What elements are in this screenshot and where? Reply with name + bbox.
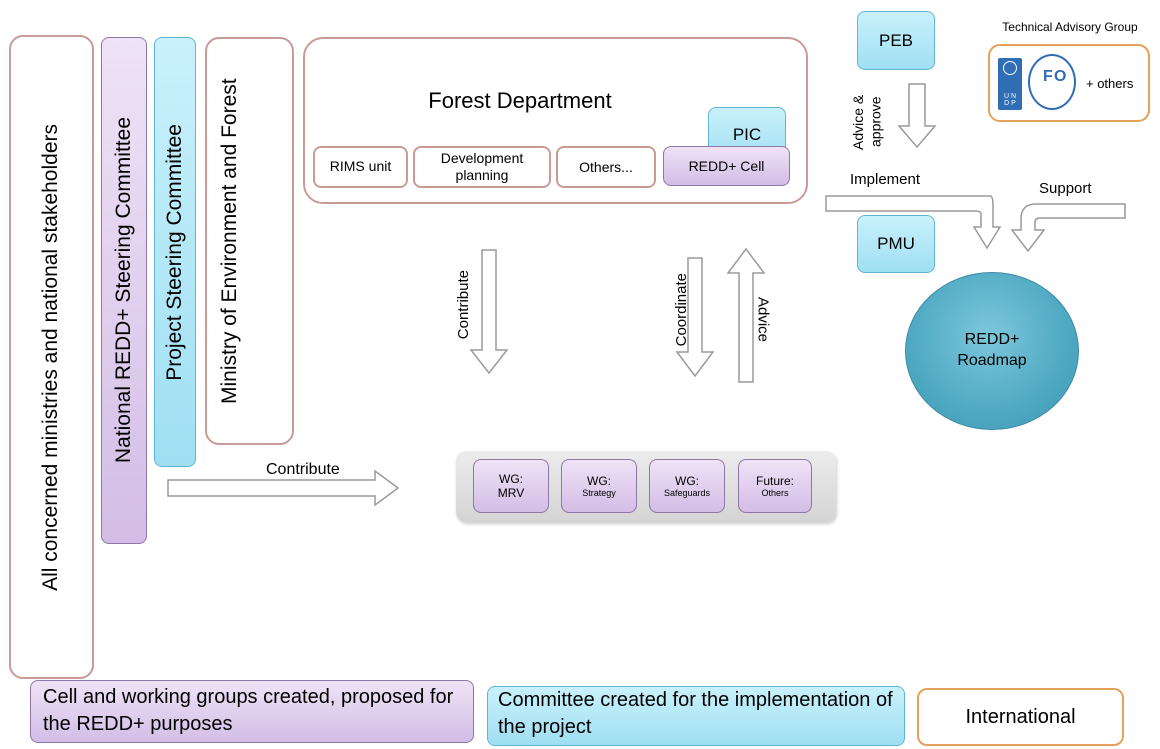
wg-strategy-sub: Strategy: [582, 488, 616, 498]
development-planning-box: Development planning: [413, 146, 551, 188]
stakeholders-label: All concerned ministries and national st…: [39, 123, 63, 591]
tag-title: Technical Advisory Group: [1002, 20, 1138, 34]
legend-international: International: [917, 688, 1124, 746]
national-steering-label: National REDD+ Steering Committee: [111, 117, 135, 464]
coordinate-label: Coordinate: [672, 273, 690, 347]
forest-department-title: Forest Department: [428, 88, 612, 113]
wg-future-sub: Others: [761, 488, 789, 498]
advice-approve-arrow: [897, 83, 937, 149]
others-unit-box: Others...: [556, 146, 656, 188]
stakeholders-box: All concerned ministries and national st…: [9, 35, 94, 679]
support-arrow: [1010, 203, 1126, 253]
peb-box: PEB: [857, 11, 935, 70]
wg-future-box: Future: Others: [738, 459, 812, 513]
advice-up-arrow: [726, 247, 766, 383]
wg-strategy-box: WG: Strategy: [561, 459, 637, 513]
contribute-right-arrow: [167, 469, 400, 507]
contribute-horizontal-label: Contribute: [266, 461, 340, 478]
support-label: Support: [1039, 180, 1092, 197]
coordinate-down-arrow: [675, 257, 715, 378]
wg-mrv-title: WG:: [499, 472, 523, 486]
ministry-box: Ministry of Environment and Forest: [205, 37, 294, 445]
rims-unit-box: RIMS unit: [313, 146, 408, 188]
wg-strategy-title: WG:: [587, 474, 611, 488]
wg-safeguards-sub: Safeguards: [663, 488, 711, 498]
wg-mrv-sub: MRV: [497, 486, 525, 500]
advice-label: Advice: [754, 297, 772, 343]
implement-label: Implement: [850, 171, 921, 188]
advice-approve-label-wrap: Advice & approve: [845, 84, 891, 160]
contribute-vertical-wrap: Contribute: [453, 255, 475, 355]
tag-others-label: + others: [1086, 76, 1134, 91]
wg-future-title: Future:: [755, 474, 794, 488]
project-steering-label: Project Steering Committee: [162, 123, 186, 381]
working-groups-container: WG: MRV WG: Strategy WG: Safeguards Futu…: [456, 451, 836, 522]
wg-mrv-box: WG: MRV: [473, 459, 549, 513]
contribute-down-arrow: [469, 249, 509, 375]
ministry-label: Ministry of Environment and Forest: [217, 78, 241, 404]
redd-cell-box: REDD+ Cell: [663, 146, 790, 186]
national-steering-box: National REDD+ Steering Committee: [101, 37, 147, 544]
wg-safeguards-box: WG: Safeguards: [649, 459, 725, 513]
redd-roadmap-node: REDD+ Roadmap: [905, 272, 1079, 430]
wg-safeguards-title: WG:: [675, 474, 699, 488]
advice-approve-label: Advice & approve: [850, 94, 884, 150]
implement-arrow: [825, 195, 1002, 250]
coordinate-wrap: Coordinate: [671, 255, 693, 365]
pmu-box: PMU: [857, 215, 935, 273]
project-steering-box: Project Steering Committee: [154, 37, 196, 467]
advice-wrap: Advice: [752, 285, 774, 355]
contribute-vertical-label: Contribute: [454, 270, 472, 340]
legend-cyan: Committee created for the implementation…: [487, 686, 905, 746]
legend-purple: Cell and working groups created, propose…: [30, 680, 474, 743]
fao-logo-icon: F O: [1028, 54, 1076, 110]
